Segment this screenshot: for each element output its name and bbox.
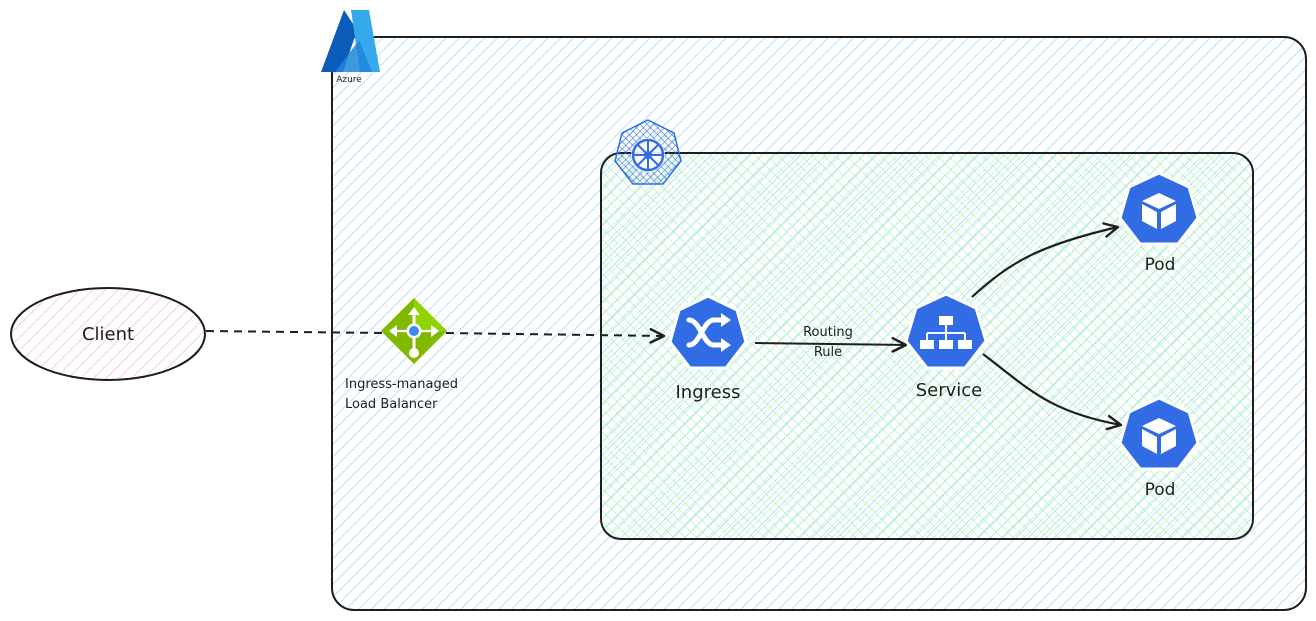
ingress-label: Ingress [676, 382, 741, 403]
routing-rule-label-line2: Rule [814, 345, 842, 360]
service-to-pod-top-edge [971, 222, 1120, 298]
client-label: Client [82, 324, 134, 345]
client-node[interactable]: Client [10, 287, 206, 381]
routing-rule-edge: Routing Rule [754, 325, 908, 360]
pod-top-node[interactable]: Pod [1118, 171, 1200, 275]
ingress-node[interactable]: Ingress [668, 294, 748, 403]
ingress-icon [668, 294, 748, 370]
pod-icon [1118, 171, 1200, 246]
azure-logo-icon: Azure [321, 10, 380, 85]
kubernetes-logo-icon [614, 119, 682, 185]
load-balancer-icon [381, 298, 447, 364]
pod-bottom-node[interactable]: Pod [1118, 396, 1200, 500]
service-icon [904, 292, 988, 370]
service-to-pod-bottom-edge [982, 353, 1123, 431]
service-label: Service [916, 380, 983, 401]
client-to-ingress-connector [205, 327, 666, 344]
azure-logo-text: Azure [336, 75, 362, 85]
load-balancer-label-line2: Load Balancer [345, 397, 438, 412]
service-node[interactable]: Service [904, 292, 988, 401]
pod-top-label: Pod [1145, 255, 1176, 275]
routing-rule-label-line1: Routing [803, 325, 853, 340]
pod-icon [1118, 396, 1200, 471]
load-balancer-label-line1: Ingress-managed [345, 377, 458, 392]
pod-bottom-label: Pod [1145, 480, 1176, 500]
load-balancer-node[interactable]: Ingress-managed Load Balancer [345, 298, 458, 412]
